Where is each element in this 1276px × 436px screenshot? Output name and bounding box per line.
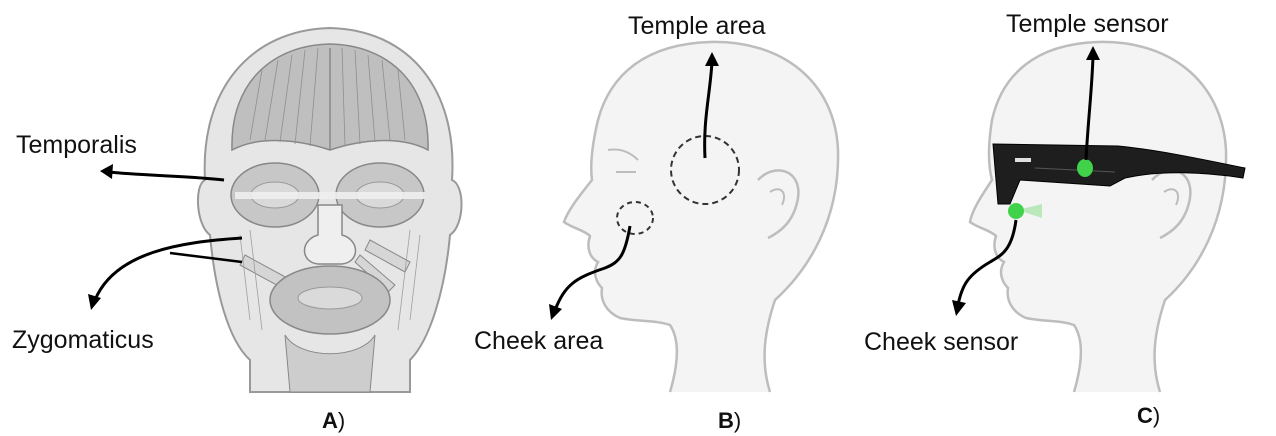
cheek-area-label: Cheek area	[474, 329, 603, 354]
head-profile-glasses	[860, 0, 1276, 436]
panel-b-areas: Temple area Cheek area B)	[430, 0, 860, 436]
cheek-sensor-label: Cheek sensor	[864, 330, 1018, 355]
zygomaticus-label: Zygomaticus	[12, 328, 154, 353]
muscle-face-illustration	[0, 0, 430, 436]
panel-a-anatomy: Temporalis Zygomaticus A)	[0, 0, 430, 436]
cheek-sensor-arrowhead	[952, 300, 966, 316]
cheek-sensor-dot	[1008, 203, 1024, 219]
panel-b-letter: B)	[718, 410, 741, 432]
panel-c-letter: C)	[1137, 405, 1160, 427]
panel-a-letter: A)	[322, 410, 345, 432]
temple-area-label: Temple area	[628, 14, 766, 39]
head-profile-areas	[430, 0, 860, 436]
temple-sensor-label: Temple sensor	[1006, 12, 1169, 37]
zygomaticus-arrowhead	[88, 294, 101, 310]
temporalis-label: Temporalis	[16, 133, 137, 158]
temporalis-arrowhead	[100, 164, 113, 179]
panel-c-sensors: Temple sensor Cheek sensor C)	[860, 0, 1276, 436]
head-profile-outline	[564, 42, 838, 392]
temple-sensor-dot	[1077, 159, 1093, 177]
